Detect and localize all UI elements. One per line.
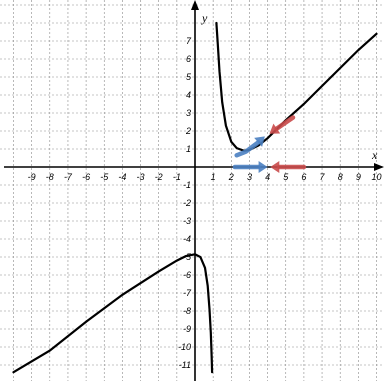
arrow-shaft bbox=[274, 115, 296, 131]
y-tick-label: 1 bbox=[186, 144, 191, 154]
y-tick-label: -4 bbox=[183, 234, 191, 244]
arrow-head bbox=[254, 136, 265, 147]
arrow-3 bbox=[269, 115, 296, 134]
axes bbox=[4, 0, 384, 381]
y-tick-label: 5 bbox=[186, 72, 192, 82]
y-axis-arrowhead bbox=[191, 0, 199, 10]
y-tick-label: 2 bbox=[185, 126, 191, 136]
curve-branch-1 bbox=[215, 21, 378, 152]
x-tick-label: -1 bbox=[173, 172, 181, 182]
y-tick-label: -9 bbox=[183, 324, 191, 334]
x-axis-label: x bbox=[371, 148, 378, 162]
x-tick-label: 7 bbox=[320, 172, 326, 182]
arrow-1 bbox=[234, 136, 265, 158]
arrow-4 bbox=[270, 161, 307, 173]
y-tick-label: -10 bbox=[178, 342, 191, 352]
x-tick-label: -7 bbox=[64, 172, 73, 182]
y-tick-label: -5 bbox=[183, 252, 192, 262]
y-tick-label: -7 bbox=[183, 288, 192, 298]
arrow-annotations bbox=[232, 115, 307, 173]
x-tick-label: -4 bbox=[118, 172, 126, 182]
y-tick-label: 4 bbox=[186, 90, 191, 100]
arrow-head bbox=[258, 161, 268, 173]
y-tick-label: 3 bbox=[186, 108, 191, 118]
x-tick-label: 2 bbox=[228, 172, 234, 182]
x-tick-label: 8 bbox=[338, 172, 343, 182]
x-tick-label: 10 bbox=[371, 172, 381, 182]
arrow-shaft bbox=[234, 140, 261, 158]
arrow-head bbox=[270, 161, 280, 173]
y-tick-label: 7 bbox=[186, 36, 192, 46]
x-tick-label: 1 bbox=[211, 172, 216, 182]
x-tick-label: 4 bbox=[265, 172, 270, 182]
curve-branch-2 bbox=[12, 253, 214, 374]
y-tick-label: -2 bbox=[183, 198, 191, 208]
y-tick-label: 6 bbox=[186, 54, 191, 64]
x-tick-label: 9 bbox=[356, 172, 361, 182]
x-tick-label: -5 bbox=[100, 172, 109, 182]
arrow-head bbox=[269, 123, 281, 134]
x-axis-arrowhead bbox=[374, 163, 384, 171]
x-tick-label: -6 bbox=[82, 172, 90, 182]
y-tick-label: -3 bbox=[183, 216, 191, 226]
x-tick-label: -3 bbox=[137, 172, 145, 182]
x-tick-label: 5 bbox=[283, 172, 289, 182]
x-tick-label: -9 bbox=[28, 172, 36, 182]
y-axis-label: y bbox=[201, 11, 208, 25]
arrow-2 bbox=[232, 161, 268, 173]
y-tick-label: -8 bbox=[183, 306, 191, 316]
x-tick-label: 6 bbox=[301, 172, 306, 182]
y-tick-label: -1 bbox=[183, 180, 191, 190]
x-tick-label: -2 bbox=[155, 172, 163, 182]
y-tick-label: -6 bbox=[183, 270, 191, 280]
y-tick-label: -11 bbox=[179, 360, 191, 370]
x-tick-label: -8 bbox=[46, 172, 54, 182]
x-tick-label: 3 bbox=[247, 172, 252, 182]
